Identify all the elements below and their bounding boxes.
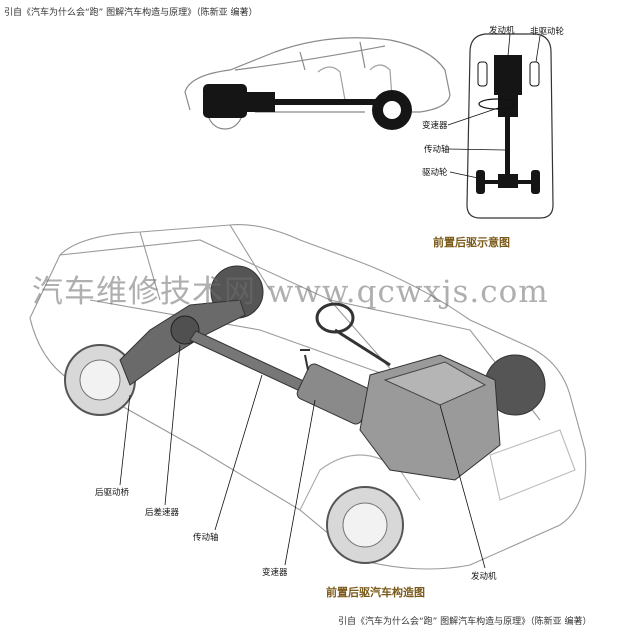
side-shaft <box>275 99 385 105</box>
label-rear-drive-axle: 后驱动桥 <box>95 488 130 498</box>
schematic-label-drive-shaft: 传动轴 <box>424 145 450 155</box>
schematic-clutch-ring <box>478 98 516 110</box>
schematic-body-outline <box>466 33 554 219</box>
side-engine <box>203 84 247 118</box>
label-transmission: 变速器 <box>262 568 288 578</box>
schematic-shaft <box>505 117 510 175</box>
main-car-wheels <box>64 265 546 564</box>
schematic-caption: 前置后驱示意图 <box>433 236 510 249</box>
schematic-front-wheel-left <box>477 61 488 87</box>
schematic-rear-wheel-left <box>476 170 485 194</box>
label-rear-differential: 后差速器 <box>145 508 180 518</box>
schematic-front-wheel-right <box>529 61 540 87</box>
schematic-diagram <box>447 33 554 219</box>
steering-wheel <box>315 302 355 334</box>
schematic-transmission <box>498 95 518 117</box>
side-gearbox <box>245 92 275 112</box>
schematic-label-engine: 发动机 <box>489 26 515 36</box>
side-view-drivetrain <box>203 84 412 130</box>
citation-bottom: 引自《汽车为什么会“跑” 图解汽车构造与原理》（陈新亚 编著） <box>338 617 592 627</box>
main-caption: 前置后驱汽车构造图 <box>326 586 425 599</box>
schematic-rear-axle <box>482 180 534 184</box>
schematic-rear-wheel-right <box>531 170 540 194</box>
main-leader-lines <box>119 344 486 569</box>
gear-lever <box>300 349 310 371</box>
schematic-engine <box>494 55 522 95</box>
label-drive-shaft: 传动轴 <box>193 533 219 543</box>
schematic-label-drive-wheel: 驱动轮 <box>422 168 448 178</box>
schematic-label-transmission: 变速器 <box>422 121 448 131</box>
citation-top: 引自《汽车为什么会“跑” 图解汽车构造与原理》（陈新亚 编著） <box>4 8 258 18</box>
schematic-label-non-drive-wheel: 非驱动轮 <box>530 27 565 37</box>
watermark: 汽车维修技术网 www.qcwxjs.com <box>32 274 549 310</box>
label-engine: 发动机 <box>471 572 497 582</box>
main-car-drivetrain <box>119 299 501 481</box>
